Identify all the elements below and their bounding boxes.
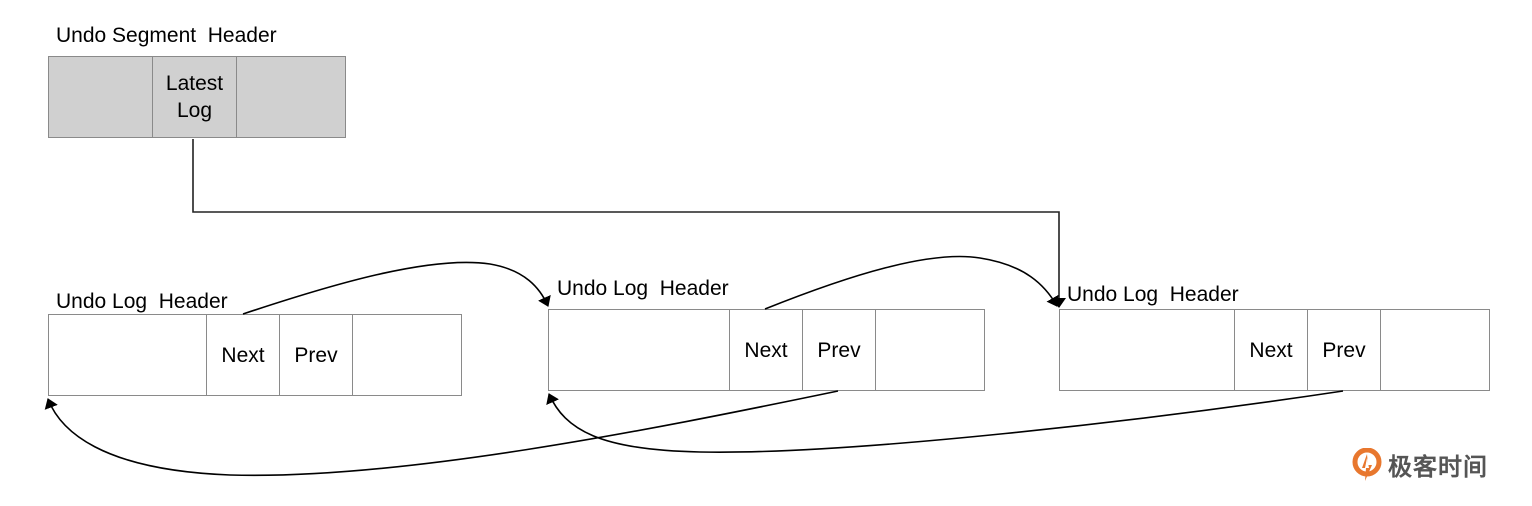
geektime-watermark: 极客时间 <box>1352 447 1488 482</box>
geektime-logo-icon <box>1352 447 1382 481</box>
segment-header-record: Latest Log <box>48 56 346 138</box>
latest-log-pointer-arrow <box>192 139 1066 308</box>
log-header-3-data-cell <box>1060 310 1235 390</box>
log2-prev-arrow <box>44 390 839 477</box>
log-header-2-prev-cell: Prev <box>803 310 876 390</box>
log-header-3-prev-cell: Prev <box>1308 310 1381 390</box>
log-header-3-title: Undo Log Header <box>1067 283 1239 306</box>
log-header-2-title: Undo Log Header <box>557 277 729 300</box>
segment-header-title: Undo Segment Header <box>56 24 277 47</box>
log1-next-arrow <box>242 261 551 315</box>
log-header-1-next-cell: Next <box>207 315 280 395</box>
latest-log-cell: Latest Log <box>153 57 237 137</box>
log3-prev-arrow <box>546 390 1344 453</box>
log-header-1-data-cell <box>49 315 207 395</box>
log-header-2-record: Next Prev <box>548 309 985 391</box>
watermark-text: 极客时间 <box>1388 453 1488 481</box>
log-header-2-data-cell <box>549 310 730 390</box>
log-header-1-title: Undo Log Header <box>56 290 228 313</box>
log-header-1-prev-cell: Prev <box>280 315 353 395</box>
log-header-2-next-cell: Next <box>730 310 803 390</box>
log-header-3-record: Next Prev <box>1059 309 1490 391</box>
segment-header-cell-0 <box>49 57 153 137</box>
log2-next-arrow <box>764 255 1059 310</box>
log-header-1-record: Next Prev <box>48 314 462 396</box>
log-header-3-next-cell: Next <box>1235 310 1308 390</box>
